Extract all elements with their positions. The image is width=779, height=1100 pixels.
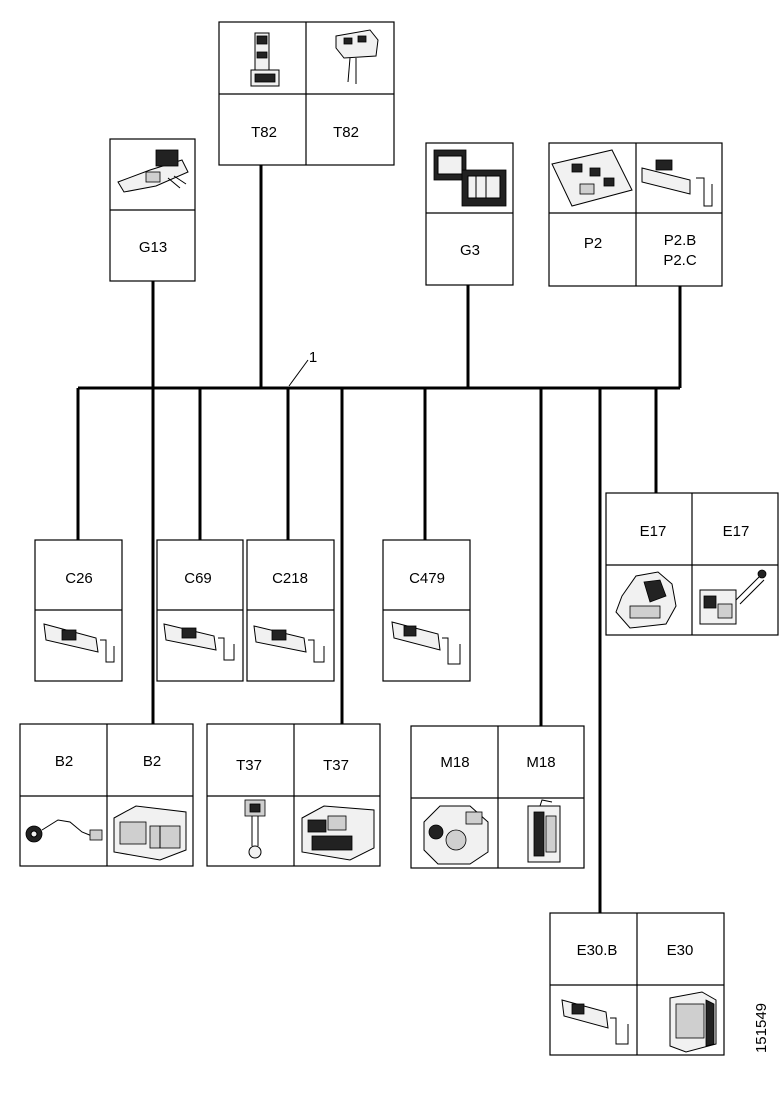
c26-label: C26	[65, 570, 93, 587]
e17-connector-icon	[615, 571, 677, 629]
m18-connector-icon	[527, 799, 561, 863]
connector-g3: G3	[425, 142, 514, 286]
connector-c218: C218	[246, 539, 335, 682]
b2-label: B2	[143, 753, 161, 770]
t82-label: T82	[251, 124, 277, 141]
g13-label: G13	[139, 239, 167, 256]
p2-label: P2	[584, 235, 602, 252]
connector-e30: E30.B E30	[549, 912, 725, 1056]
m18-label: M18	[526, 754, 555, 771]
e30-module-icon	[669, 991, 717, 1053]
t37-label: T37	[236, 757, 262, 774]
b2-label: B2	[55, 753, 73, 770]
e30b-terminal-icon	[561, 999, 629, 1045]
p2b-label: P2.B	[664, 232, 697, 249]
c479-label: C479	[409, 570, 445, 587]
e30b-label: E30.B	[577, 942, 618, 959]
connector-c26: C26	[34, 539, 123, 682]
diagram-reference-code: 151549	[753, 1003, 770, 1053]
p2b-terminal-icon	[641, 159, 713, 207]
p2c-label: P2.C	[663, 252, 697, 269]
connector-c69: C69	[156, 539, 244, 682]
b2-connector-icon	[113, 805, 187, 861]
e30-label: E30	[667, 942, 694, 959]
connector-g13: G13	[109, 138, 196, 282]
connector-p2: P2 P2.B P2.C	[548, 142, 723, 287]
m18-label: M18	[440, 754, 469, 771]
harness-callout-leader	[288, 359, 309, 387]
connector-t37: T37 T37	[206, 723, 381, 867]
harness-wires	[76, 165, 682, 913]
connector-e17: E17 E17	[605, 492, 779, 636]
connector-b2: B2 B2	[19, 723, 194, 867]
t37-connector-icon	[301, 805, 375, 861]
e17-label: E17	[723, 523, 750, 540]
t82-connector-icon	[335, 29, 379, 84]
connector-c479: C479	[382, 539, 471, 682]
e17-label: E17	[640, 523, 667, 540]
m18-motor-icon	[423, 805, 489, 865]
harness-callout-label: 1	[309, 349, 317, 366]
b2-sensor-icon	[25, 819, 103, 843]
g3-label: G3	[460, 242, 480, 259]
g3-connector-icon	[433, 149, 507, 207]
c479-terminal-icon	[391, 621, 461, 665]
c26-terminal-icon	[43, 623, 115, 663]
t37-label: T37	[323, 757, 349, 774]
t82-connector-icon	[250, 32, 280, 87]
connector-t82: T82 T82	[218, 21, 395, 166]
t37-sensor-icon	[244, 799, 266, 859]
c218-label: C218	[272, 570, 308, 587]
p2-connector-icon	[551, 149, 633, 207]
c69-label: C69	[184, 570, 212, 587]
e17-connector-icon	[699, 569, 767, 625]
t82-label: T82	[333, 124, 359, 141]
g13-connector-icon	[117, 149, 189, 193]
c218-terminal-icon	[253, 625, 325, 663]
connector-m18: M18 M18	[410, 725, 585, 869]
c69-terminal-icon	[163, 623, 235, 661]
